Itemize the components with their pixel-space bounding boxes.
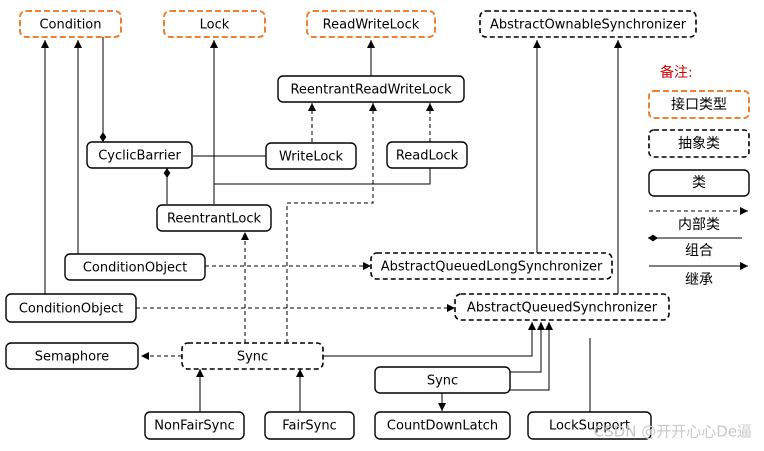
legend-class: 类 [648, 169, 750, 197]
node-reentrantlock-label: ReentrantLock [167, 212, 262, 227]
legend-abstract: 抽象类 [648, 129, 750, 158]
watermark: CSDN @开开心心De逼 [594, 423, 752, 441]
legend-interface: 接口类型 [648, 90, 750, 119]
node-aqs[interactable]: AbstractQueuedSynchronizer [454, 293, 670, 321]
node-semaphore[interactable]: Semaphore [5, 342, 139, 370]
legend-interface-label: 接口类型 [671, 96, 727, 113]
node-readwritelock[interactable]: ReadWriteLock [306, 10, 436, 38]
node-sync-latch[interactable]: Sync [374, 366, 511, 394]
node-semaphore-label: Semaphore [35, 350, 109, 365]
node-cyclicbarrier[interactable]: CyclicBarrier [86, 141, 193, 169]
node-conditionobject-long-label: ConditionObject [83, 261, 187, 276]
node-readlock-label: ReadLock [396, 149, 459, 164]
node-fairsync[interactable]: FairSync [264, 411, 355, 440]
node-sync-label: Sync [237, 350, 268, 365]
edge-synclatch-aqs [510, 322, 553, 391]
node-aqs-label: AbstractQueuedSynchronizer [467, 301, 658, 316]
node-nonfairsync-label: NonFairSync [154, 419, 234, 434]
legend-composition-label: 组合 [685, 243, 713, 259]
node-nonfairsync[interactable]: NonFairSync [144, 411, 245, 440]
node-aos[interactable]: AbstractOwnableSynchronizer [479, 10, 697, 38]
edge-readlock-trunk [214, 168, 431, 185]
edge-sync-aqs [323, 322, 536, 357]
node-reentrantlock[interactable]: ReentrantLock [156, 204, 272, 232]
legend-abstract-label: 抽象类 [678, 136, 720, 152]
node-aqls-label: AbstractQueuedLongSynchronizer [381, 260, 603, 275]
node-rrwl-label: ReentrantReadWriteLock [290, 83, 452, 98]
node-readlock[interactable]: ReadLock [386, 141, 468, 169]
legend-inner-label: 内部类 [678, 217, 720, 233]
node-sync-latch-label: Sync [427, 374, 458, 389]
node-aqls[interactable]: AbstractQueuedLongSynchronizer [370, 252, 613, 280]
node-reentrantreadwritelock[interactable]: ReentrantReadWriteLock [277, 75, 465, 103]
node-lock-label: Lock [200, 18, 230, 33]
edge-synclatch-aqs-2 [510, 322, 545, 373]
legend-inheritance-label: 继承 [685, 272, 713, 288]
node-sync[interactable]: Sync [181, 342, 324, 370]
legend: 备注: 接口类型 抽象类 类 内部类 组合 继承 [648, 64, 750, 288]
legend-title: 备注: [660, 64, 693, 81]
node-writelock-label: WriteLock [279, 150, 343, 165]
node-fairsync-label: FairSync [282, 419, 337, 434]
node-conditionobject[interactable]: ConditionObject [5, 293, 137, 323]
node-condition[interactable]: Condition [19, 10, 122, 38]
legend-class-label: 类 [692, 175, 706, 191]
node-lock[interactable]: Lock [163, 10, 266, 38]
node-conditionobject-long[interactable]: ConditionObject [64, 253, 206, 281]
node-cyclicbarrier-label: CyclicBarrier [98, 149, 181, 164]
node-aos-label: AbstractOwnableSynchronizer [490, 18, 687, 33]
node-readwritelock-label: ReadWriteLock [323, 18, 420, 33]
node-conditionobject-label: ConditionObject [19, 302, 123, 317]
node-locksupport[interactable]: LockSupport [527, 411, 652, 440]
node-countdownlatch[interactable]: CountDownLatch [374, 411, 511, 440]
node-locksupport-label: LockSupport [549, 419, 630, 434]
edge-sync-rrwl [286, 103, 377, 343]
node-condition-label: Condition [39, 18, 101, 33]
node-countdownlatch-label: CountDownLatch [387, 419, 498, 434]
node-writelock[interactable]: WriteLock [265, 142, 357, 170]
